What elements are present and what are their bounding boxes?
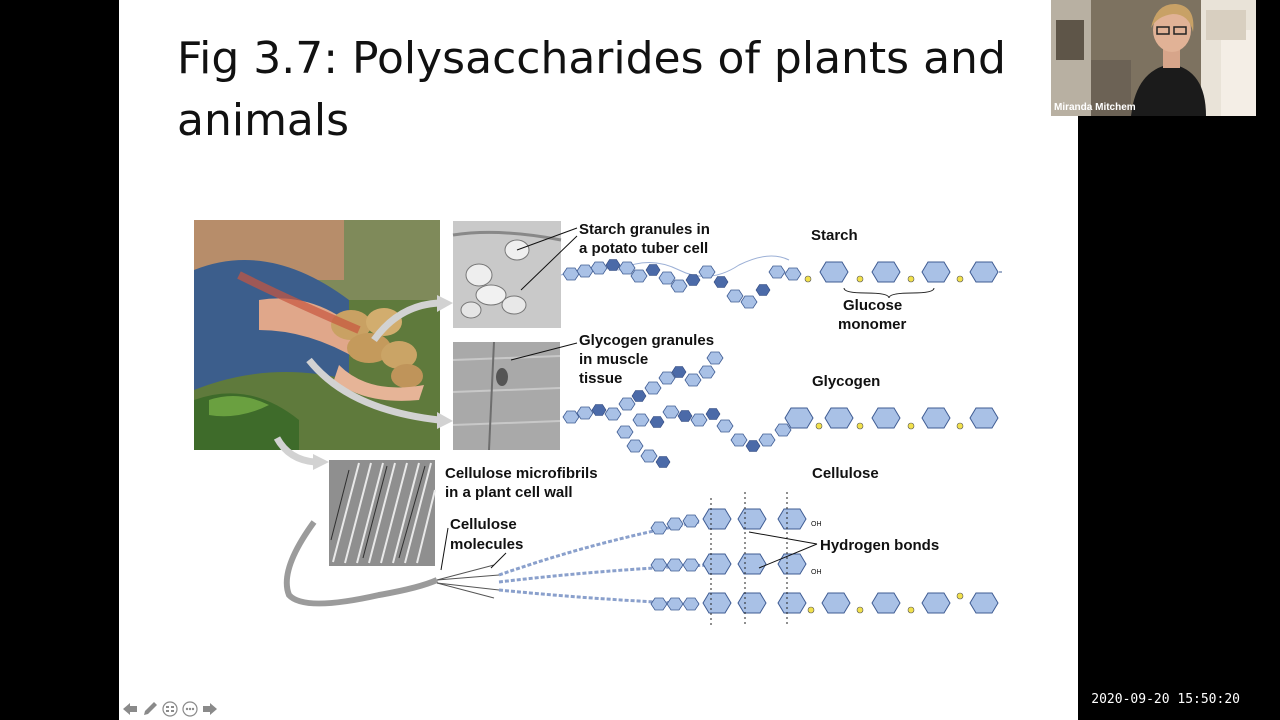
glycogen-granules-label-3: tissue xyxy=(579,370,622,387)
monomer-label: monomer xyxy=(838,316,907,333)
next-icon[interactable] xyxy=(201,701,218,718)
more-icon[interactable] xyxy=(181,701,198,718)
participant-name: Miranda Mitchem xyxy=(1054,102,1136,113)
cellulose-strands xyxy=(283,492,999,625)
leader-lines xyxy=(440,227,818,571)
cellulose-label: Cellulose xyxy=(812,465,879,482)
starch-granules-label-2: a potato tuber cell xyxy=(579,240,708,257)
glycogen-label: Glycogen xyxy=(812,373,880,390)
participant-video-feed xyxy=(1051,0,1256,116)
glycogen-granules-label-2: in muscle xyxy=(579,351,648,368)
glucose-label: Glucose xyxy=(843,297,902,314)
slide-title: Fig 3.7: Polysaccharides of plants and a… xyxy=(177,33,1006,146)
pen-icon[interactable] xyxy=(141,701,158,718)
glycogen-chain xyxy=(562,351,999,468)
oh-label-2: OH xyxy=(811,569,822,576)
starch-micrograph xyxy=(452,221,562,328)
participant-video[interactable]: Miranda Mitchem xyxy=(1051,0,1256,116)
recording-timestamp: 2020-09-20 15:50:20 xyxy=(1091,692,1240,707)
photo-arrows xyxy=(273,295,453,470)
glycogen-granules-label-1: Glycogen granules xyxy=(579,332,714,349)
cellulose-microfibrils-label-1: Cellulose microfibrils xyxy=(445,465,598,482)
hydrogen-bonds-label: Hydrogen bonds xyxy=(820,537,939,554)
cellulose-molecules-label-2: molecules xyxy=(450,536,523,553)
cellulose-microfibrils-label-2: in a plant cell wall xyxy=(445,484,573,501)
oh-label-1: OH xyxy=(811,521,822,528)
glycogen-micrograph xyxy=(452,341,561,451)
starch-chain xyxy=(560,255,1002,309)
slides-icon[interactable] xyxy=(161,701,178,718)
starch-label: Starch xyxy=(811,227,858,244)
potato-photo xyxy=(194,220,440,450)
polysaccharide-figure: Starch granules in a potato tuber cell S… xyxy=(194,220,1002,625)
cellulose-micrograph xyxy=(329,460,436,566)
previous-icon[interactable] xyxy=(121,701,138,718)
slideshow-toolbar xyxy=(121,699,218,719)
starch-granules-label-1: Starch granules in xyxy=(579,221,710,238)
cellulose-molecules-label-1: Cellulose xyxy=(450,516,517,533)
presentation-slide: Fig 3.7: Polysaccharides of plants and a… xyxy=(119,0,1078,720)
